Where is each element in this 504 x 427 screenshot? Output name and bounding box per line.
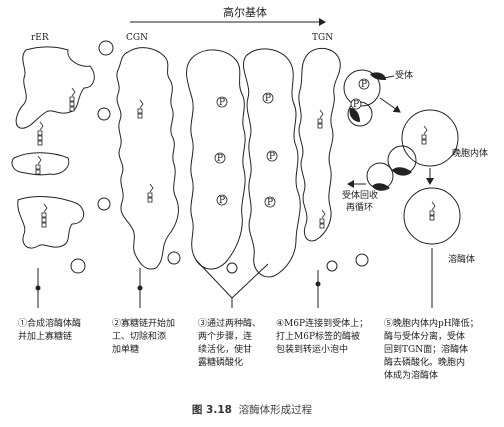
step-5-text: ⑤晚胞内体内pH降低； 酶与受体分离，受体 回到TGN面；溶酶体 酶去磷酸化。晚… <box>384 319 479 381</box>
late-endosome <box>401 109 459 167</box>
step-2-text: ②寡糖链开始加 工、切除和添 加单糖 <box>112 319 176 355</box>
receptor-cap-2 <box>349 108 360 122</box>
phosphate-label-3: P <box>219 196 225 206</box>
figure-caption: 图 3.18 溶酶体形成过程 <box>0 402 504 417</box>
receptor-label: 受体 <box>395 69 413 81</box>
rer-label: rER <box>31 33 49 43</box>
phosphate-label-4: P <box>265 94 271 104</box>
free-vesicle-2 <box>97 107 111 121</box>
phosphate-label-6: P <box>267 198 273 208</box>
receptor-cap-3 <box>392 167 412 176</box>
free-vesicle-4 <box>70 258 86 274</box>
step-1-text: ①合成溶酶体酶 并加上寡糖链 <box>18 319 82 342</box>
rer-upper-cisterna <box>15 46 95 129</box>
lysosome-label: 溶酶体 <box>448 253 475 265</box>
medial-golgi-cisterna-1 <box>186 49 246 270</box>
golgi-label: 高尔基体 <box>223 5 267 19</box>
caption-title: 溶酶体形成过程 <box>238 404 313 416</box>
medial-golgi-cisterna-2 <box>243 48 301 278</box>
phosphate-label-8: P <box>353 100 359 110</box>
phosphate-markers: P P P P P P P P <box>214 78 370 208</box>
tgn-to-endosome-arrow <box>379 97 401 113</box>
lysosome <box>403 187 461 245</box>
free-vesicle-5 <box>167 251 181 265</box>
phosphate-label-1: P <box>219 98 225 108</box>
free-vesicle-3 <box>97 197 111 211</box>
tgn-label: TGN <box>312 33 333 43</box>
step3-pointer-a <box>195 259 233 299</box>
cgn-label: CGN <box>126 33 148 43</box>
receptor-cap-1 <box>370 72 386 80</box>
phosphate-label-7: P <box>361 80 367 90</box>
tgn-cisterna <box>298 47 341 242</box>
receptor-recycle-label-line1: 受体回收 <box>342 189 378 201</box>
free-vesicle-6 <box>226 262 238 274</box>
caption-number: 图 3.18 <box>191 404 232 416</box>
tgn-budding-vesicle <box>343 69 381 107</box>
receptor-cap-4 <box>372 183 390 191</box>
cgn-cisterna <box>116 47 179 270</box>
step3-pointer-b <box>231 263 269 299</box>
late-endosome-label: 晚胞内体 <box>452 147 488 159</box>
step-3-text: ③通过两种酶、 两个步骤，连 续活化，使甘 露糖磷酸化 <box>198 319 262 368</box>
phosphate-label-5: P <box>269 152 275 162</box>
receptor-recycle-label-line2: 再循环 <box>346 201 373 213</box>
step-4-text: ④M6P连接到受体上； 打上M6P标签的酶被 包装到转运小泡中 <box>276 319 369 355</box>
receptor-pointer <box>383 75 395 79</box>
phosphate-label-2: P <box>217 154 223 164</box>
free-vesicle-8 <box>326 260 338 272</box>
free-vesicle-1 <box>98 40 114 56</box>
oligosaccharide-chains <box>35 87 436 229</box>
rer-lower-cisterna <box>17 196 85 249</box>
rer-middle-cisterna <box>11 152 70 176</box>
free-vesicle-7 <box>355 253 369 267</box>
